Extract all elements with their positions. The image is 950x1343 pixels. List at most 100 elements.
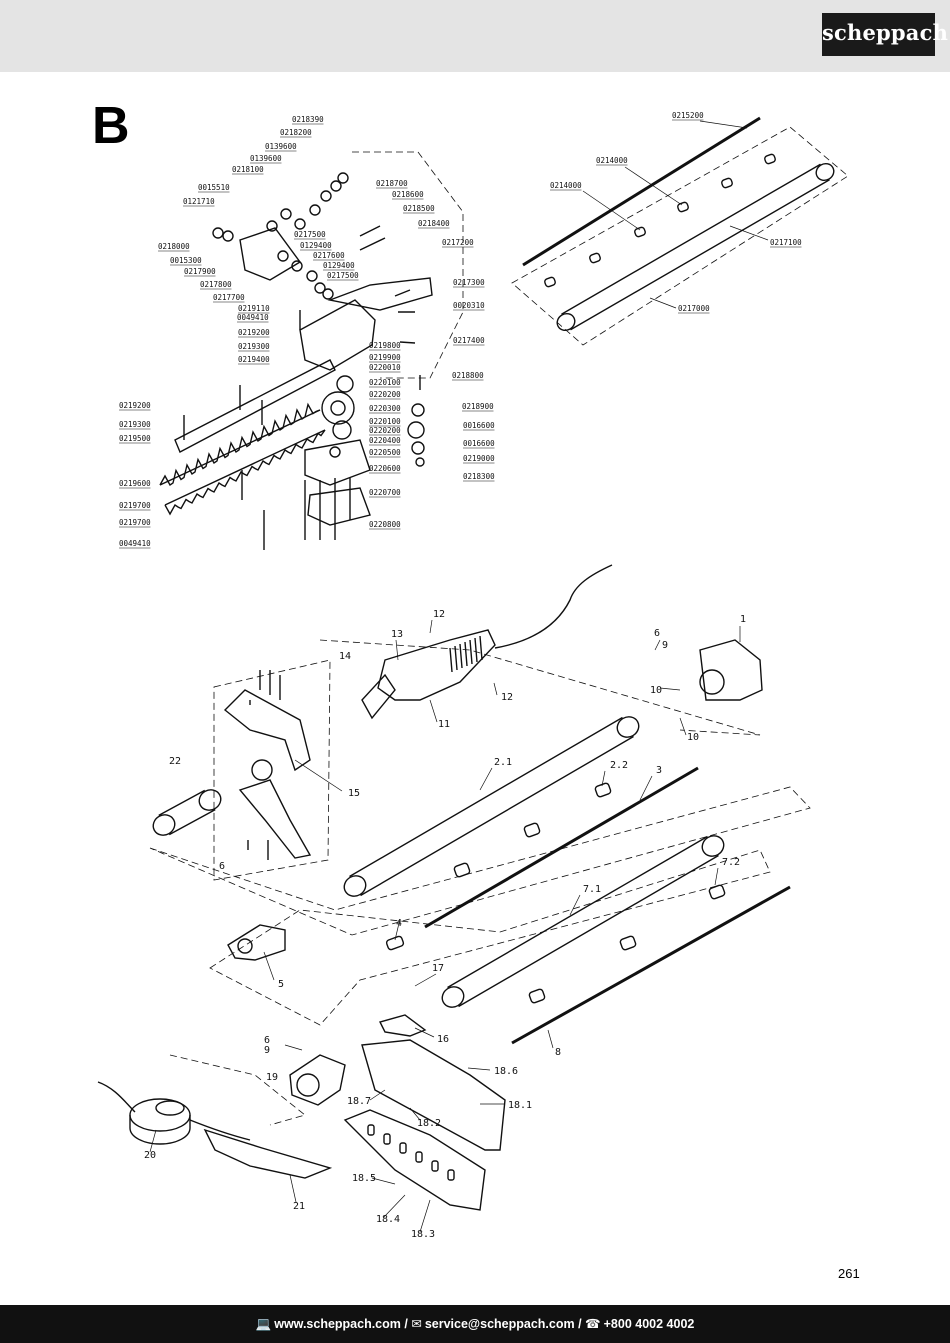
handle-foam-end [198,789,222,811]
header-bar [0,0,950,72]
leader-line [582,190,641,231]
part-number-label: 0220200 [369,390,401,399]
item-number-label: 9 [264,1045,270,1056]
washer [337,172,349,184]
part-number-label: 0220010 [369,363,401,372]
gear [321,391,355,425]
leader-line [383,1194,406,1218]
part-number-label: 0219200 [119,401,151,410]
leader-line [395,639,399,661]
handle-grip [377,629,496,701]
item-number-label: 18.6 [494,1066,518,1077]
shaft-bushing [528,988,546,1004]
item-number-label: 18.3 [411,1229,435,1240]
grip-rib [454,645,458,671]
part-number-label: 0049410 [119,539,151,548]
item-number-label: 6 [219,861,225,872]
gear [329,446,341,458]
gear-head-flange [296,1073,320,1097]
shaft-bushing [634,226,646,238]
part-number-label: 0217400 [453,336,485,345]
washer [320,190,332,202]
item-number-label: 2.1 [494,757,512,768]
lower-shaft-tube-end [701,835,725,857]
handle-clamp [361,673,396,720]
footer-phone[interactable]: +800 4002 4002 [603,1317,695,1331]
trimmer-spool [155,1100,185,1116]
gear [415,457,425,467]
leader-line [467,1067,491,1071]
part-number-label: 0218600 [392,190,424,199]
washer [280,208,292,220]
screw [359,225,381,237]
part-number-label: 0219300 [119,420,151,429]
footer-website[interactable]: www.scheppach.com [274,1317,401,1331]
guard-slot [399,1142,407,1154]
leader-line [659,687,681,691]
grass-guard [361,1039,506,1151]
brand-logo: scheppach [822,13,949,56]
part-number-label: 0220100 [369,378,401,387]
part-number-label: 0016600 [463,439,495,448]
coupling-sleeve [385,935,405,951]
shaft-bushing [677,201,689,213]
leader-line [569,894,581,916]
coupling-bore [237,938,253,954]
part-number-label: 0219200 [238,328,270,337]
shaft-bushing [594,782,612,798]
part-number-label: 0218800 [452,371,484,380]
leader-line [394,918,401,941]
leader-line [263,951,275,981]
part-number-label: 0219300 [238,342,270,351]
washer [309,204,321,216]
part-number-label: 0218100 [232,165,264,174]
leader-line [714,867,719,886]
item-number-label: 12 [501,692,513,703]
trimmer-head-body [129,1115,191,1145]
motor-mount [327,277,433,311]
outer-tube-end [556,312,576,332]
lower-shaft-tube [447,835,719,1008]
washer [212,227,224,239]
part-number-label: 0219700 [119,501,151,510]
washer [306,270,318,282]
part-number-label: 0220300 [369,404,401,413]
leader-line [429,699,438,723]
brand-name: scheppach [822,20,949,45]
part-number-label: 0219000 [463,454,495,463]
leader-line [409,1107,421,1121]
footer-email[interactable]: service@scheppach.com [424,1317,575,1331]
item-number-label: 18.1 [508,1100,532,1111]
guard-slot [383,1133,391,1145]
screw [399,341,416,344]
phone-icon: ☎ [585,1317,601,1331]
item-number-label: 18.7 [347,1096,371,1107]
part-number-label: 0217600 [313,251,345,260]
part-number-label: 0220800 [369,520,401,529]
item-number-label: 5 [278,979,284,990]
base-plate [307,487,371,526]
footer-bar: 💻www.scheppach.com / ✉service@scheppach.… [0,1305,950,1343]
part-number-label: 0015300 [170,256,202,265]
leader-line [654,639,661,651]
shaft-bushing [523,822,541,838]
trimmer-line [97,1081,251,1141]
item-number-label: 1 [740,614,746,625]
blade-edge [159,409,326,506]
item-number-label: 20 [144,1150,156,1161]
leader-line [429,619,433,634]
washer [277,250,289,262]
part-number-label: 0220700 [369,488,401,497]
gear-head [289,1054,346,1106]
page-number: 261 [838,1266,860,1281]
washer [266,220,278,232]
gear-cover [304,439,371,486]
shaft-part-label: 0214000 [550,181,582,190]
grip-rib [469,639,473,665]
item-number-label: 21 [293,1201,305,1212]
gear [411,403,425,417]
leader-line [149,1129,157,1153]
part-number-label: 0220200 [369,426,401,435]
part-number-label: 0218000 [158,242,190,251]
